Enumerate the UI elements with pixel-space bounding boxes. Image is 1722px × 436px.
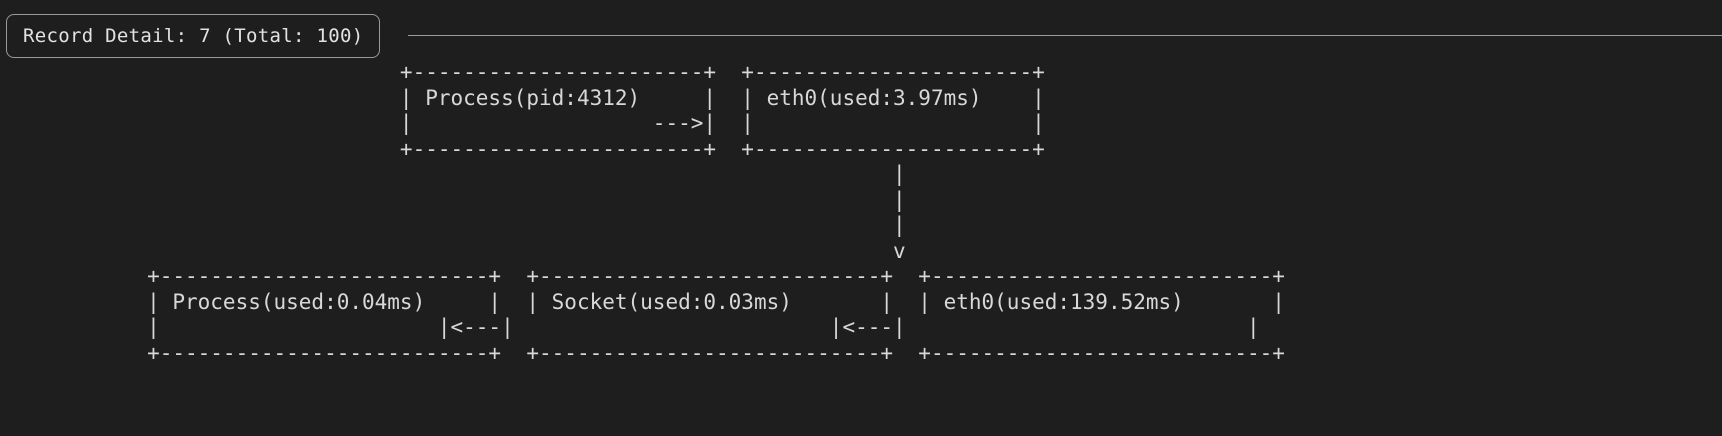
ascii-row: | Process(used:0.04ms) | | Socket(used:0…: [8, 289, 1285, 314]
ascii-row: | Process(pid:4312) | | eth0(used:3.97ms…: [8, 85, 1045, 110]
header-divider: [408, 35, 1722, 36]
header-region: Record Detail: 7 (Total: 100): [0, 0, 1722, 72]
ascii-row: |: [8, 213, 906, 237]
ascii-row: | |<---| |<---| |: [8, 315, 1260, 339]
page-title: Record Detail: 7 (Total: 100): [23, 24, 364, 47]
ascii-row: +--------------------------+ +----------…: [8, 340, 1285, 365]
record-detail-panel: Record Detail: 7 (Total: 100): [6, 14, 381, 58]
ascii-row: |: [8, 162, 906, 186]
ascii-row: +--------------------------+ +----------…: [8, 264, 1285, 288]
ascii-row: |: [8, 187, 906, 212]
ascii-row: +-----------------------+ +-------------…: [8, 60, 1045, 84]
ascii-row: +-----------------------+ +-------------…: [8, 136, 1045, 161]
ascii-row: | --->| | |: [8, 111, 1045, 135]
ascii-diagram: +-----------------------+ +-------------…: [0, 60, 1722, 436]
ascii-row: v: [8, 238, 906, 263]
